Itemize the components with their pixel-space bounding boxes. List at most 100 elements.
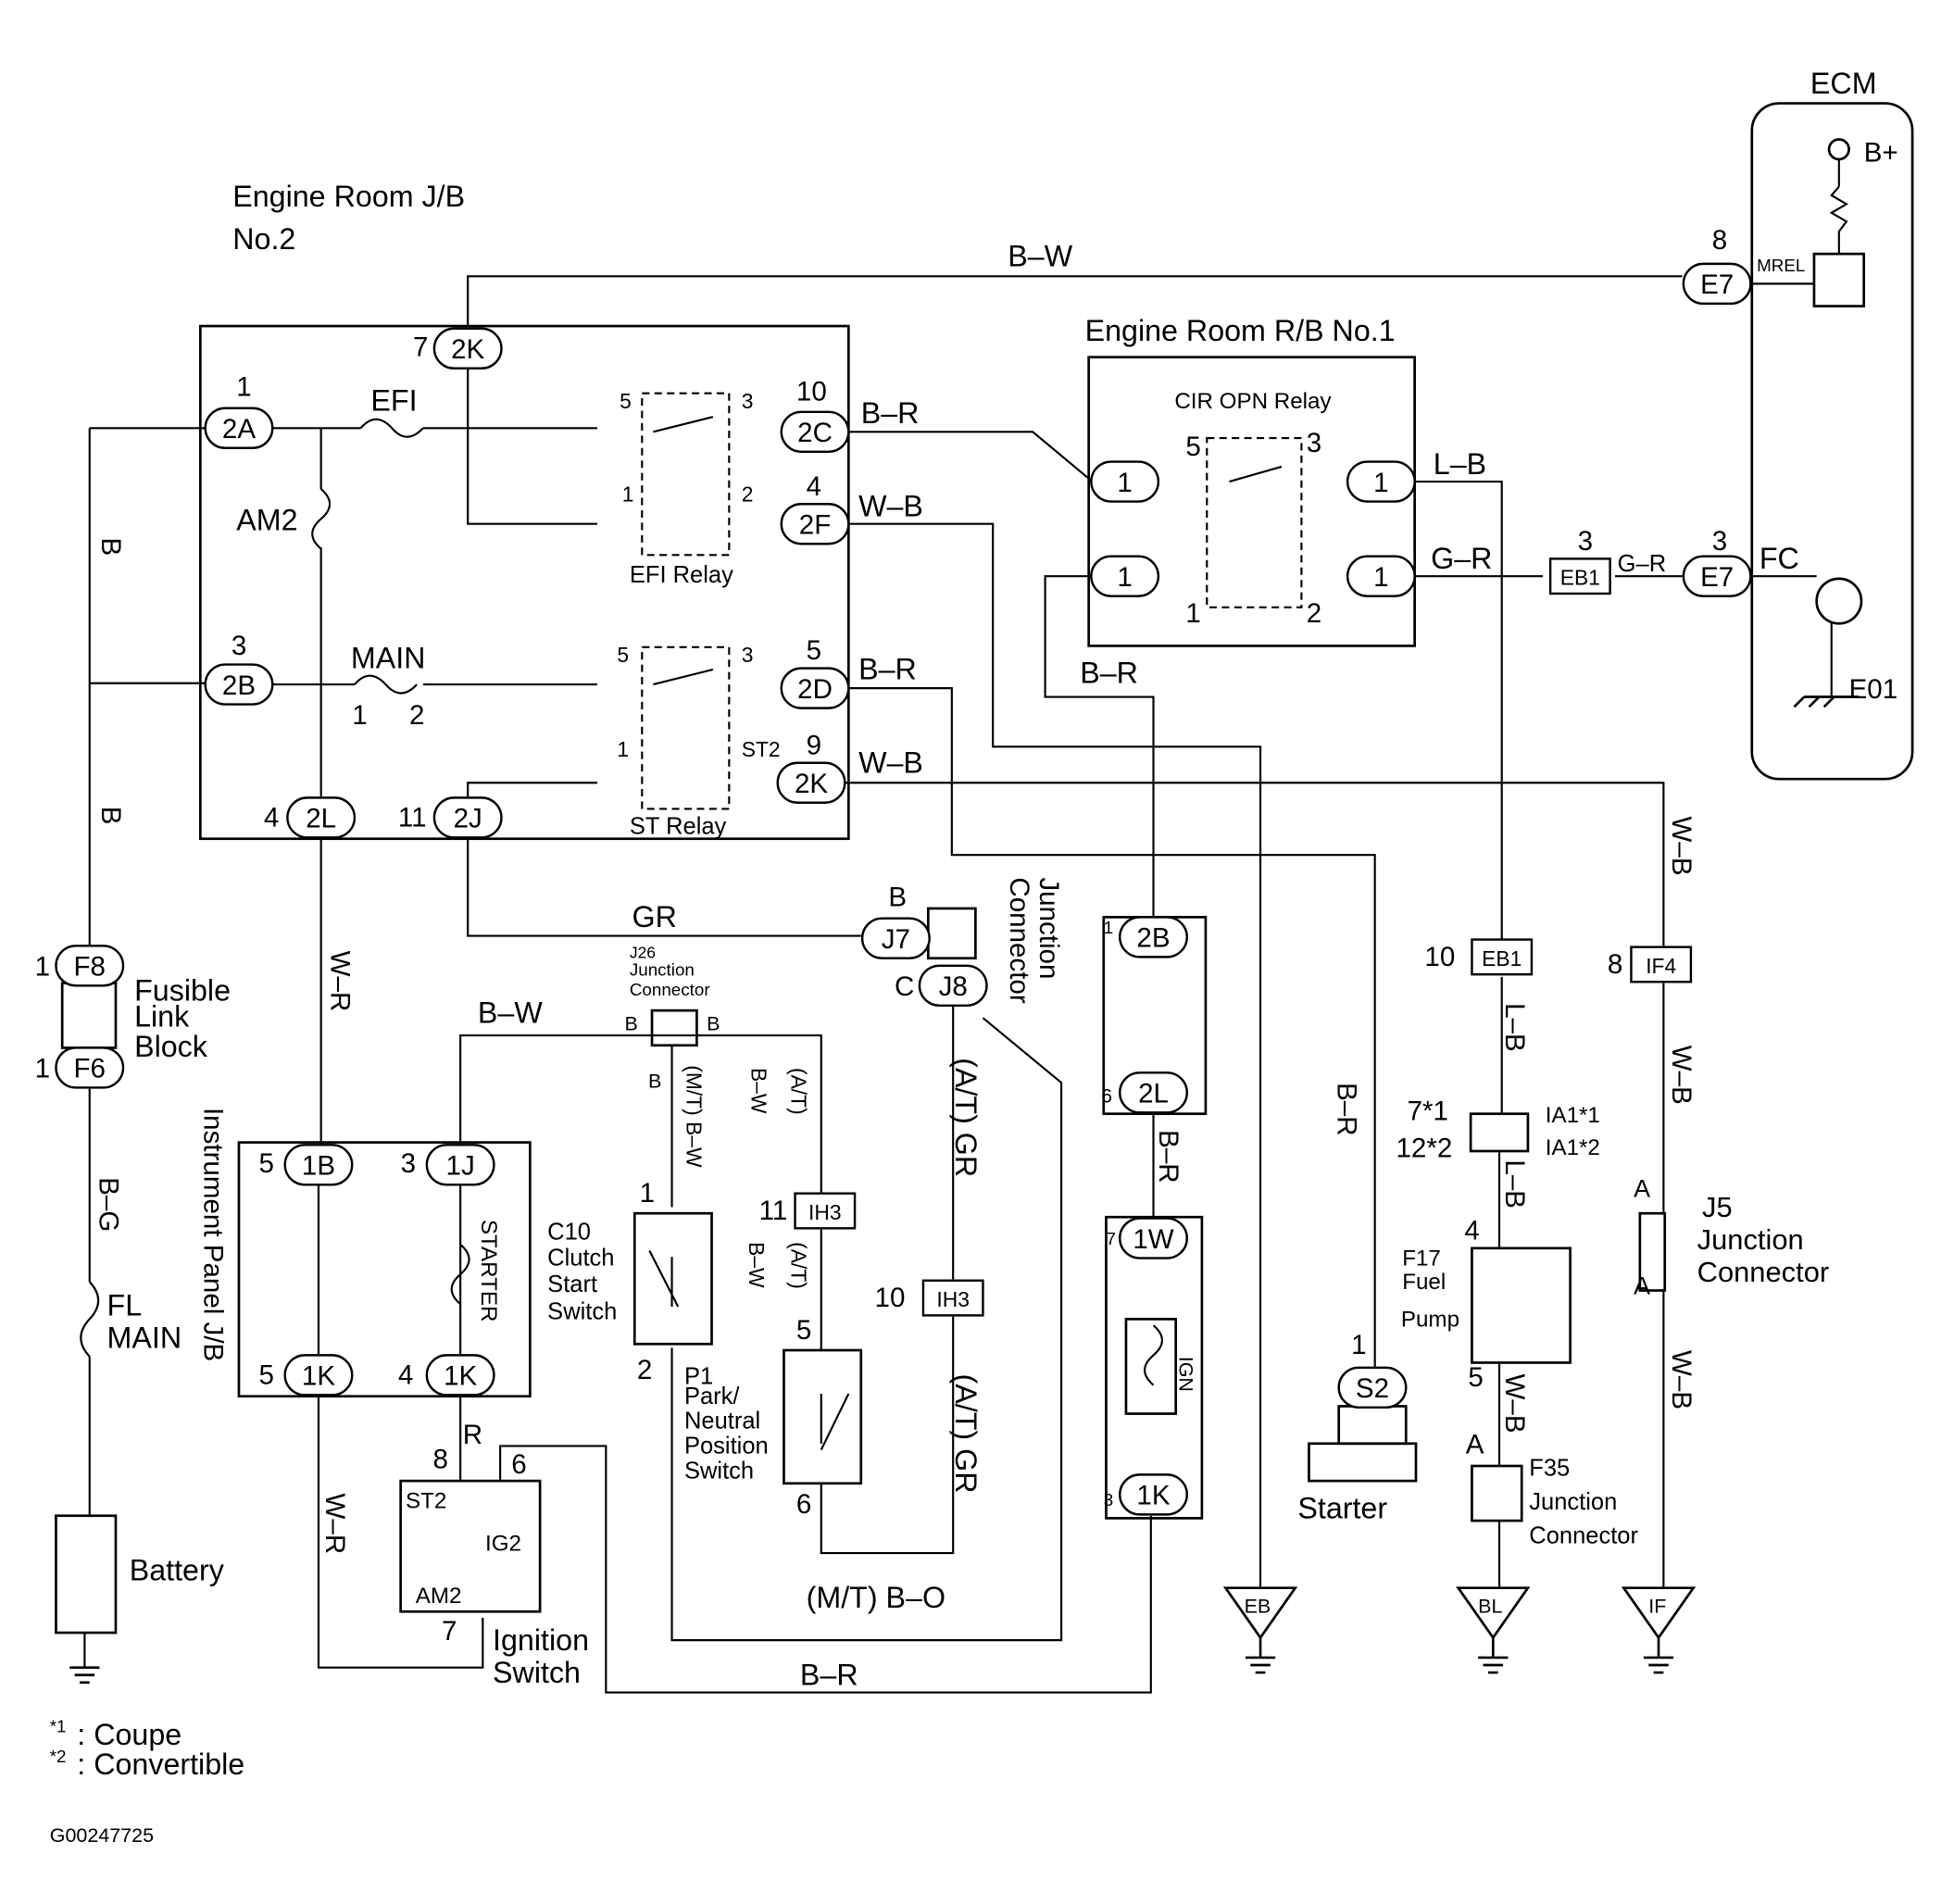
connector-if4 bbox=[1630, 946, 1693, 983]
wire-segment bbox=[459, 1033, 822, 1196]
pins-p5-2D-label: 5 bbox=[807, 635, 821, 666]
ground-bl-icon bbox=[1456, 1586, 1531, 1674]
pins-fp5-label: 5 bbox=[1468, 1362, 1483, 1393]
pins-j5a-top-label: A bbox=[1634, 1175, 1650, 1203]
connector-label: 2K bbox=[795, 769, 828, 799]
connectors bbox=[55, 262, 1752, 1516]
components-p1-4-label: Position bbox=[684, 1434, 769, 1459]
wires-at-mid2-label: (A/T) bbox=[787, 1242, 811, 1289]
connector-rb_in1 bbox=[1090, 460, 1160, 503]
pins-cir3-label: 3 bbox=[1307, 428, 1321, 458]
pins-st2-label: ST2 bbox=[406, 1489, 446, 1514]
wires-wr-bottom-label: W–R bbox=[319, 1494, 350, 1555]
pins-j3-label: 3 bbox=[401, 1148, 416, 1179]
pins-p9-2K-label: 9 bbox=[807, 730, 821, 760]
pins-p1-2A-label: 1 bbox=[236, 371, 251, 402]
components-f17-2-label: Fuel bbox=[1402, 1270, 1446, 1295]
connector-label: IH3 bbox=[936, 1287, 970, 1311]
wires-bg-label: B–G bbox=[93, 1177, 123, 1232]
pins-p11-2J-label: 11 bbox=[398, 802, 427, 833]
fuse-symbol bbox=[354, 674, 418, 695]
component-box bbox=[926, 907, 977, 960]
connector-c2K_low bbox=[776, 761, 846, 804]
ground-eb-icon bbox=[1222, 1586, 1298, 1674]
pins-ia1-1-label: IA1*1 bbox=[1546, 1103, 1600, 1128]
connector-label: 2D bbox=[797, 674, 833, 705]
pins-f35a-label: A bbox=[1466, 1430, 1484, 1460]
component-box bbox=[1750, 102, 1914, 781]
components-starter-label: Starter bbox=[1297, 1491, 1387, 1524]
pins-r1-label: 1 bbox=[1104, 918, 1113, 937]
pins-pn5-label: 5 bbox=[796, 1315, 811, 1346]
connector-label: 1K bbox=[302, 1361, 335, 1392]
fuse-am2-symbol bbox=[311, 488, 332, 550]
component-box bbox=[641, 392, 731, 557]
connector-f8 bbox=[55, 945, 125, 987]
fuses-fl-main-1-label: FL bbox=[107, 1288, 143, 1322]
connector-label: 1 bbox=[1373, 468, 1388, 498]
wires-bw-j26-label: B–W bbox=[478, 996, 543, 1030]
component-box bbox=[1124, 1318, 1178, 1415]
wire-segment bbox=[467, 838, 861, 937]
components-j26-2-label: Junction bbox=[630, 960, 695, 980]
components-f35-2-label: Junction bbox=[1529, 1489, 1617, 1515]
connector-label: 1 bbox=[1117, 562, 1132, 593]
components-c10-3-label: Start bbox=[547, 1271, 597, 1297]
connector-c2L bbox=[286, 796, 357, 839]
components-f17-1-label: F17 bbox=[1402, 1246, 1441, 1271]
components-f35-1-label: F35 bbox=[1529, 1456, 1570, 1482]
wires bbox=[80, 159, 1849, 1694]
component-box bbox=[60, 982, 118, 1049]
pins-cl2-label: 2 bbox=[637, 1355, 652, 1385]
component-box bbox=[1087, 356, 1417, 647]
connector-c2K_top bbox=[432, 327, 503, 370]
connector-rb_out2 bbox=[1346, 555, 1416, 597]
wire-segment bbox=[820, 1393, 850, 1450]
pins-ig2-label: IG2 bbox=[485, 1531, 521, 1556]
component-box bbox=[198, 324, 850, 841]
connector-r2L bbox=[1119, 1071, 1188, 1114]
ground-if-icon bbox=[1621, 1586, 1697, 1674]
connector-label: 1B bbox=[302, 1151, 335, 1182]
fuse-symbol bbox=[359, 418, 424, 438]
pins-p4-2F-label: 4 bbox=[807, 471, 821, 502]
wires-gr-rb-label: G–R bbox=[1431, 542, 1492, 575]
connector-label: J7 bbox=[882, 924, 910, 955]
battery-ground-icon bbox=[69, 1666, 100, 1685]
connector-j7 bbox=[860, 917, 931, 959]
pins-eb1-10-label: 10 bbox=[1424, 942, 1455, 972]
pins-cir5-label: 5 bbox=[1185, 432, 1200, 462]
components-p1-3-label: Neutral bbox=[684, 1409, 760, 1434]
components-p1-2-label: Park/ bbox=[684, 1384, 740, 1409]
wire-segment bbox=[1414, 480, 1503, 940]
pins-efi3-label: 3 bbox=[742, 389, 754, 413]
wire-segment bbox=[1829, 185, 1849, 255]
wires-gr-j7-label: GR bbox=[632, 900, 677, 933]
pins-p3-2B-label: 3 bbox=[232, 631, 246, 661]
components-fusible-3-label: Block bbox=[134, 1030, 208, 1063]
connector-label: S2 bbox=[1356, 1373, 1389, 1404]
connector-c2F bbox=[780, 503, 850, 545]
connector-c2B bbox=[204, 663, 274, 706]
wires-lb-2-label: L–B bbox=[1499, 1159, 1530, 1209]
connector-eb1_low bbox=[1471, 938, 1534, 976]
pins-p7-label: 7 bbox=[413, 332, 428, 362]
wires-wb-r2-label: W–B bbox=[1666, 1046, 1697, 1105]
connector-label: E7 bbox=[1700, 269, 1734, 300]
pins-if4-8-label: 8 bbox=[1608, 949, 1622, 980]
connector-label: 1W bbox=[1133, 1224, 1173, 1255]
components-j5-2-label: Junction bbox=[1697, 1223, 1804, 1256]
connector-s2 bbox=[1337, 1366, 1408, 1409]
component-boxes bbox=[55, 102, 1914, 1685]
fc-transistor-icon bbox=[1815, 577, 1863, 625]
components-j26-1-label: J26 bbox=[630, 944, 656, 962]
components-j5-1-label: J5 bbox=[1702, 1191, 1733, 1223]
wires-bw-mid2-label: B–W bbox=[745, 1242, 769, 1288]
titles-rb1-label: Engine Room R/B No.1 bbox=[1085, 314, 1396, 347]
connector-ih3_top bbox=[794, 1192, 857, 1230]
fuses-am2-label: AM2 bbox=[236, 503, 297, 536]
pins-efi5-label: 5 bbox=[620, 389, 632, 413]
wires-br-bottom-label: B–R bbox=[800, 1658, 858, 1691]
